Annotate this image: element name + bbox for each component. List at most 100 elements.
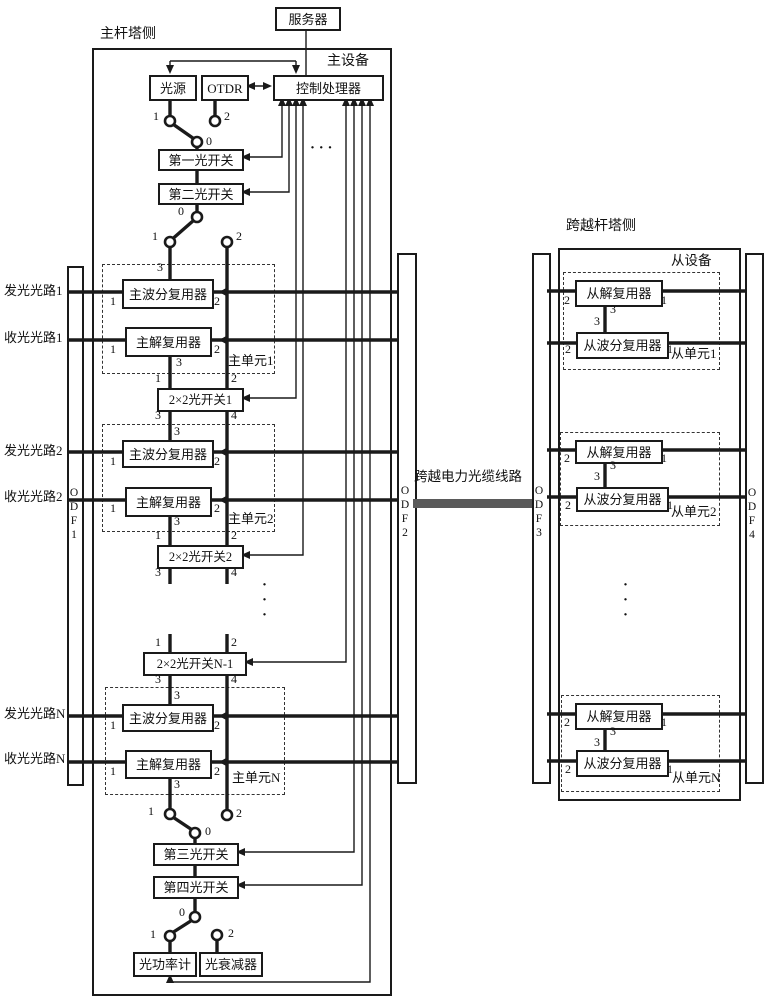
slave-demux-n-label: 从解复用器	[586, 709, 652, 724]
main-wdm-n-box: 主波分复用器	[122, 704, 214, 732]
port-label: 2	[565, 762, 571, 776]
port-label: 1	[148, 804, 154, 818]
port-label: 2	[231, 528, 237, 542]
controller-ellipsis: · · ·	[310, 140, 333, 156]
port-label: 3	[174, 688, 180, 702]
power-meter-box: 光功率计	[133, 952, 197, 977]
main-unit-2-label: 主单元2	[228, 511, 274, 526]
odf2-label: ODF2	[400, 485, 410, 539]
port-label: 2	[224, 109, 230, 123]
first-optical-switch-box: 第一光开关	[158, 149, 244, 171]
port-label: 2	[564, 451, 570, 465]
odf3-label: ODF3	[534, 485, 544, 539]
port-label: 2	[214, 342, 220, 356]
port-label: 2	[214, 454, 220, 468]
main-wdm-2-label: 主波分复用器	[128, 446, 207, 462]
port-label: 0	[206, 134, 212, 148]
light-source-label: 光源	[159, 80, 186, 96]
port-label: 0	[178, 204, 184, 218]
slave-demux-n-box: 从解复用器	[575, 703, 663, 730]
port-label: 1	[667, 342, 673, 356]
otdr-box: OTDR	[201, 75, 249, 101]
port-label: 4	[231, 565, 237, 579]
slave-wdm-n-label: 从波分复用器	[583, 756, 662, 771]
port-label: 2	[214, 718, 220, 732]
port-label: 3	[155, 672, 161, 686]
slave-demux-2-label: 从解复用器	[586, 444, 652, 460]
third-optical-switch-label: 第三光开关	[163, 847, 229, 862]
port-label: 2	[214, 764, 220, 778]
main-tower-side-label: 主杆塔侧	[100, 27, 156, 42]
port-label: 1	[152, 229, 158, 243]
port-label: 1	[150, 927, 156, 941]
rx-path-1-label: 收光光路1	[4, 330, 63, 345]
port-label: 1	[110, 501, 116, 515]
slave-ellipsis-dot: ·	[623, 577, 629, 593]
slave-demux-1-box: 从解复用器	[575, 280, 663, 307]
controller-box: 控制处理器	[273, 75, 384, 101]
port-label: 2	[565, 498, 571, 512]
port-label: 4	[231, 672, 237, 686]
switch-2x2-n1-label: 2×2光开关N-1	[156, 656, 234, 671]
main-wdm-n-label: 主波分复用器	[128, 710, 207, 726]
fourth-optical-switch-label: 第四光开关	[163, 880, 229, 895]
main-demux-1-label: 主解复用器	[135, 334, 201, 350]
main-demux-2-label: 主解复用器	[135, 494, 201, 510]
slave-unit-1-label: 从单元1	[671, 346, 717, 361]
port-label: 3	[610, 458, 616, 472]
slave-wdm-2-box: 从波分复用器	[576, 487, 669, 512]
slave-wdm-n-box: 从波分复用器	[576, 750, 669, 777]
main-wdm-1-label: 主波分复用器	[128, 286, 207, 302]
port-label: 3	[594, 735, 600, 749]
power-meter-label: 光功率计	[138, 957, 191, 972]
light-source-box: 光源	[149, 75, 197, 101]
port-label: 3	[174, 424, 180, 438]
port-label: 2	[214, 294, 220, 308]
port-label: 2	[564, 715, 570, 729]
server-box: 服务器	[275, 7, 341, 31]
port-label: 3	[610, 724, 616, 738]
server-label: 服务器	[288, 11, 328, 27]
switch-2x2-1-label: 2×2光开关1	[168, 392, 233, 407]
crossing-cable-label: 跨越电力光缆线路	[414, 469, 522, 484]
rx-path-2-label: 收光光路2	[4, 489, 63, 504]
port-label: 1	[110, 294, 116, 308]
main-wdm-2-box: 主波分复用器	[122, 440, 214, 468]
main-ellipsis-dot: ·	[262, 577, 268, 593]
port-label: 2	[228, 926, 234, 940]
crossing-tower-side-label: 跨越杆塔侧	[566, 219, 636, 234]
main-ellipsis-dot: ·	[262, 607, 268, 623]
port-label: 2	[564, 293, 570, 307]
controller-label: 控制处理器	[295, 80, 361, 96]
slave-ellipsis-dot: ·	[623, 607, 629, 623]
port-label: 1	[110, 342, 116, 356]
main-demux-2-box: 主解复用器	[125, 487, 212, 517]
port-label: 1	[155, 635, 161, 649]
switch-2x2-2-label: 2×2光开关2	[168, 549, 233, 564]
port-label: 1	[661, 715, 667, 729]
port-label: 3	[155, 408, 161, 422]
port-label: 2	[236, 229, 242, 243]
port-label: 1	[155, 528, 161, 542]
slave-unit-n-label: 从单元N	[672, 770, 721, 785]
port-label: 3	[176, 355, 182, 369]
main-wdm-1-box: 主波分复用器	[122, 279, 214, 309]
port-label: 1	[661, 451, 667, 465]
port-label: 1	[110, 764, 116, 778]
port-label: 2	[214, 501, 220, 515]
slave-device-label: 从设备	[671, 253, 712, 268]
port-label: 1	[110, 454, 116, 468]
port-label: 3	[610, 302, 616, 316]
port-label: 2	[236, 806, 242, 820]
otdr-label: OTDR	[207, 80, 243, 96]
second-optical-switch-label: 第二光开关	[168, 186, 234, 202]
odf1-label: ODF1	[69, 487, 79, 541]
main-unit-n-label: 主单元N	[232, 770, 281, 785]
slave-demux-1-label: 从解复用器	[586, 286, 652, 301]
crossing-cable-line	[413, 499, 532, 508]
third-optical-switch-box: 第三光开关	[153, 843, 239, 866]
port-label: 3	[157, 260, 163, 274]
slave-demux-2-box: 从解复用器	[575, 440, 663, 464]
port-label: 1	[153, 109, 159, 123]
